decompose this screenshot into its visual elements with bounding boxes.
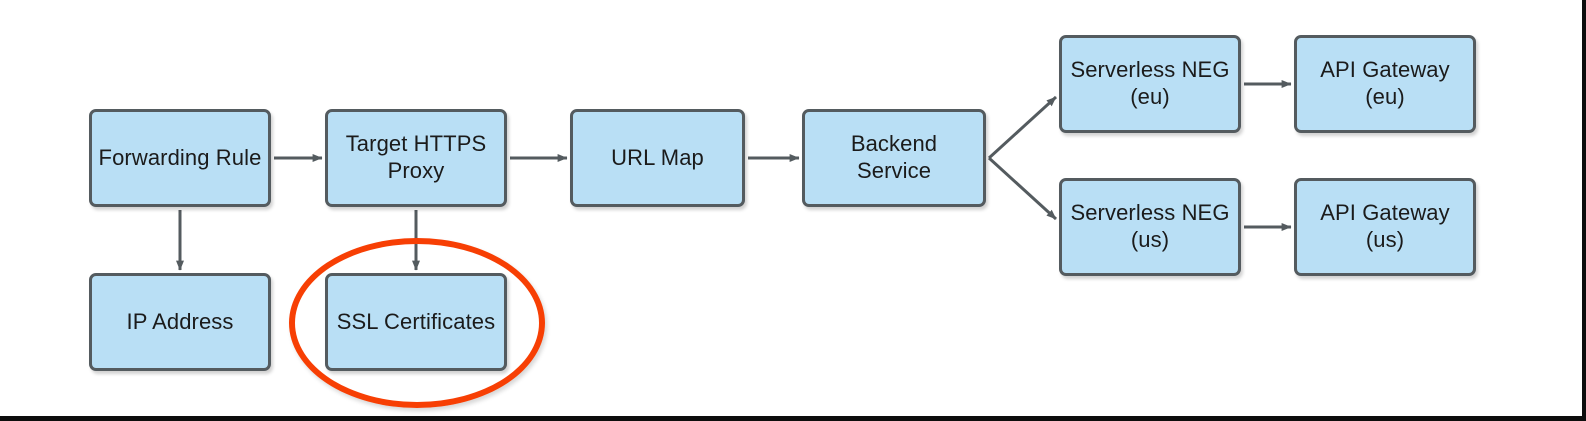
edge-backend-service-to-serverless-neg-eu: [987, 95, 1058, 160]
node-serverless-neg-us-label: Serverless NEG (us): [1070, 200, 1230, 252]
node-target-https-proxy[interactable]: Target HTTPS Proxy: [325, 109, 507, 207]
node-ip-address-label: IP Address: [126, 308, 234, 334]
node-backend-service-label: Backend Service: [850, 131, 938, 183]
node-backend-service[interactable]: Backend Service: [802, 109, 986, 207]
node-api-gateway-eu[interactable]: API Gateway (eu): [1294, 35, 1476, 133]
edge-backend-service-to-serverless-neg-us: [987, 156, 1058, 221]
node-serverless-neg-us[interactable]: Serverless NEG (us): [1059, 178, 1241, 276]
node-target-https-proxy-label: Target HTTPS Proxy: [345, 131, 487, 183]
node-forwarding-rule-label: Forwarding Rule: [98, 144, 262, 170]
node-api-gateway-eu-label: API Gateway (eu): [1320, 57, 1450, 109]
node-api-gateway-us[interactable]: API Gateway (us): [1294, 178, 1476, 276]
node-url-map[interactable]: URL Map: [570, 109, 745, 207]
node-url-map-label: URL Map: [611, 144, 704, 170]
node-serverless-neg-eu[interactable]: Serverless NEG (eu): [1059, 35, 1241, 133]
node-serverless-neg-eu-label: Serverless NEG (eu): [1070, 57, 1230, 109]
highlight-ellipse-ssl-certificates: [289, 238, 545, 408]
node-api-gateway-us-label: API Gateway (us): [1320, 200, 1450, 252]
node-ip-address[interactable]: IP Address: [89, 273, 271, 371]
node-forwarding-rule[interactable]: Forwarding Rule: [89, 109, 271, 207]
